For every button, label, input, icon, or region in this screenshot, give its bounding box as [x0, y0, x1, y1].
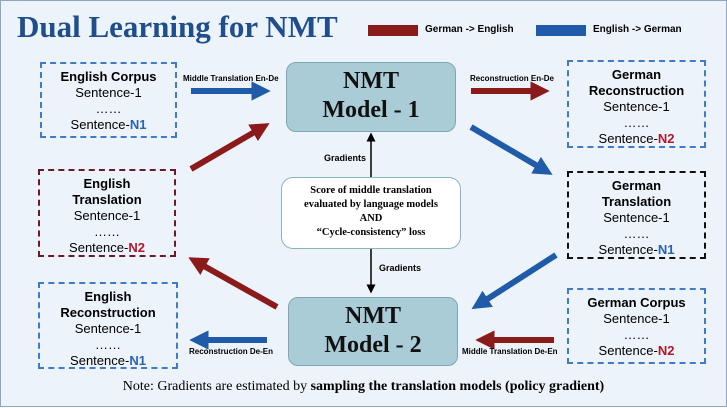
- german-translation-last: Sentence-N1: [569, 242, 704, 258]
- nmt-model-1-line-1: NMT: [343, 68, 399, 94]
- german-corpus-last: Sentence-N2: [569, 343, 704, 359]
- loss-box: Score of middle translation evaluated by…: [281, 177, 461, 249]
- arrow-nmt2-to-english-translation: [188, 257, 279, 310]
- english-reconstruction-last: Sentence-N1: [40, 353, 176, 369]
- loss-line-4: “Cycle-consistency” loss: [316, 227, 426, 238]
- label-reconstruction-de-en: Reconstruction De-En: [189, 347, 274, 356]
- german-corpus-box: German Corpus Sentence-1 …… Sentence-N2: [567, 288, 706, 364]
- german-reconstruction-sentence-1: Sentence-1: [603, 99, 670, 114]
- german-reconstruction-dots: ……: [623, 115, 650, 130]
- english-reconstruction-last-n: N1: [129, 353, 146, 368]
- german-translation-title-1: German: [611, 178, 662, 193]
- english-reconstruction-last-prefix: Sentence-: [70, 353, 130, 368]
- nmt-model-2-line-2: Model - 2: [324, 332, 422, 358]
- label-middle-translation-en-de: Middle Translation En-De: [183, 74, 279, 83]
- legend-red-swatch: [368, 25, 418, 36]
- english-corpus-box: English Corpus Sentence-1 …… Sentence-N1: [40, 62, 177, 138]
- diagram-title: Dual Learning for NMT: [17, 9, 338, 44]
- german-corpus-last-n: N2: [657, 343, 675, 358]
- footnote-prefix: Note: Gradients are estimated by: [122, 379, 311, 394]
- german-translation-box: German Translation Sentence-1 …… Sentenc…: [567, 171, 706, 259]
- nmt-model-1: NMT Model - 1: [286, 62, 456, 132]
- german-reconstruction-title-1: German: [611, 67, 662, 82]
- german-corpus-last-prefix: Sentence-: [598, 343, 658, 358]
- loss-line-1: Score of middle translation: [310, 185, 432, 196]
- german-corpus-sentence-1: Sentence-1: [603, 311, 670, 326]
- german-translation-sentence-1: Sentence-1: [603, 210, 670, 225]
- english-reconstruction-title-1: English: [84, 289, 132, 304]
- footnote-bold: sampling the translation models (policy …: [310, 379, 605, 394]
- nmt-model-1-line-2: Model - 1: [322, 97, 420, 123]
- english-translation-last: Sentence-N2: [40, 240, 174, 256]
- german-translation-dots: ……: [623, 226, 650, 241]
- german-corpus-title: German Corpus: [587, 295, 686, 310]
- legend-red-label: German -> English: [425, 24, 514, 35]
- english-translation-sentence-1: Sentence-1: [73, 208, 141, 223]
- english-corpus-last: Sentence-N1: [42, 117, 175, 133]
- english-reconstruction-sentence-1: Sentence-1: [74, 321, 142, 336]
- german-translation-last-n: N1: [657, 242, 675, 257]
- german-reconstruction-box: German Reconstruction Sentence-1 …… Sent…: [567, 60, 706, 148]
- arrow-english-translation-to-nmt1: [189, 123, 270, 172]
- english-corpus-sentence-1: Sentence-1: [75, 85, 142, 100]
- loss-line-2: evaluated by language models: [304, 199, 438, 210]
- english-corpus-last-prefix: Sentence-: [70, 117, 130, 132]
- footnote: Note: Gradients are estimated by samplin…: [1, 379, 726, 395]
- label-gradients-top: Gradients: [324, 153, 367, 163]
- legend-blue-label: English -> German: [593, 24, 682, 35]
- label-gradients-bottom: Gradients: [379, 263, 422, 273]
- english-corpus-last-n: N1: [129, 117, 147, 132]
- label-middle-translation-de-en: Middle Translation De-En: [462, 347, 558, 356]
- german-translation-title-2: Translation: [601, 194, 672, 209]
- arrow-german-translation-to-nmt2: [471, 252, 558, 310]
- german-reconstruction-last-n: N2: [657, 131, 675, 146]
- english-translation-title-2: Translation: [72, 192, 142, 207]
- german-translation-last-prefix: Sentence-: [598, 242, 658, 257]
- english-translation-last-n: N2: [128, 240, 145, 255]
- english-reconstruction-dots: ……: [95, 337, 121, 352]
- english-translation-title-1: English: [83, 176, 131, 191]
- legend-blue-swatch: [536, 25, 586, 36]
- english-corpus-dots: ……: [95, 101, 122, 116]
- german-reconstruction-last: Sentence-N2: [569, 131, 704, 147]
- english-translation-dots: ……: [94, 224, 120, 239]
- english-reconstruction-box: English Reconstruction Sentence-1 …… Sen…: [38, 282, 178, 369]
- english-translation-last-prefix: Sentence-: [69, 240, 129, 255]
- english-corpus-title: English Corpus: [60, 69, 157, 84]
- nmt-model-2: NMT Model - 2: [288, 297, 458, 366]
- english-translation-box: English Translation Sentence-1 …… Senten…: [38, 169, 176, 257]
- german-reconstruction-title-2: Reconstruction: [588, 83, 685, 98]
- arrow-nmt1-to-german-translation: [469, 124, 553, 175]
- nmt-model-2-line-1: NMT: [345, 303, 401, 329]
- german-corpus-dots: ……: [623, 327, 650, 342]
- loss-line-3: AND: [359, 213, 383, 224]
- label-reconstruction-en-de: Reconstruction En-De: [470, 74, 555, 83]
- english-reconstruction-title-2: Reconstruction: [60, 305, 156, 320]
- german-reconstruction-last-prefix: Sentence-: [598, 131, 658, 146]
